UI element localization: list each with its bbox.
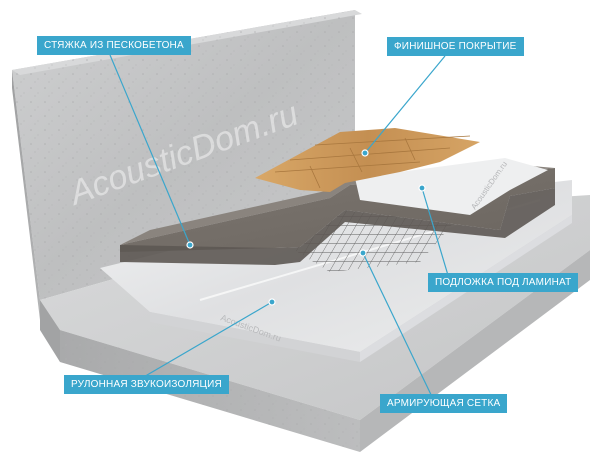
leader-lines (109, 54, 451, 404)
screed-side (120, 188, 555, 265)
leader-mesh (362, 252, 436, 404)
board-end-joint (309, 165, 321, 189)
laminate-underlay: AcousticDom.ru (355, 158, 548, 215)
leader-roll-dot (268, 298, 276, 306)
foil-edge (150, 312, 360, 362)
label-reinforcing-mesh: АРМИРУЮЩАЯ СЕТКА (380, 394, 508, 413)
leader-screed-dot (186, 241, 194, 249)
label-screed: СТЯЖКА ИЗ ПЕСКОБЕТОНА (37, 36, 191, 55)
board-end-joint (349, 147, 363, 173)
label-finish-coating: ФИНИШНОЕ ПОКРЫТИЕ (387, 37, 524, 56)
leader-finish (364, 55, 446, 154)
leader-mesh-dot (359, 249, 367, 257)
laminate-boards (255, 128, 480, 192)
label-roll-insulation: РУЛОННАЯ ЗВУКОИЗОЛЯЦИЯ (64, 375, 229, 394)
board-seam (274, 161, 421, 173)
wall-side-face (12, 70, 40, 320)
leader-underlay-dot (418, 184, 426, 192)
board-end-joint (404, 137, 416, 161)
underlay-sheet (355, 158, 548, 215)
label-laminate-underlay: ПОДЛОЖКА ПОД ЛАМИНАТ (428, 273, 579, 292)
leader-underlay (421, 187, 451, 283)
leader-finish-dot (361, 149, 369, 157)
laminate-finish (255, 128, 480, 192)
board-seam (314, 135, 471, 146)
slab-left-face (40, 300, 60, 362)
board-seam (289, 147, 451, 161)
leader-screed (109, 54, 191, 246)
leader-roll (129, 301, 273, 386)
